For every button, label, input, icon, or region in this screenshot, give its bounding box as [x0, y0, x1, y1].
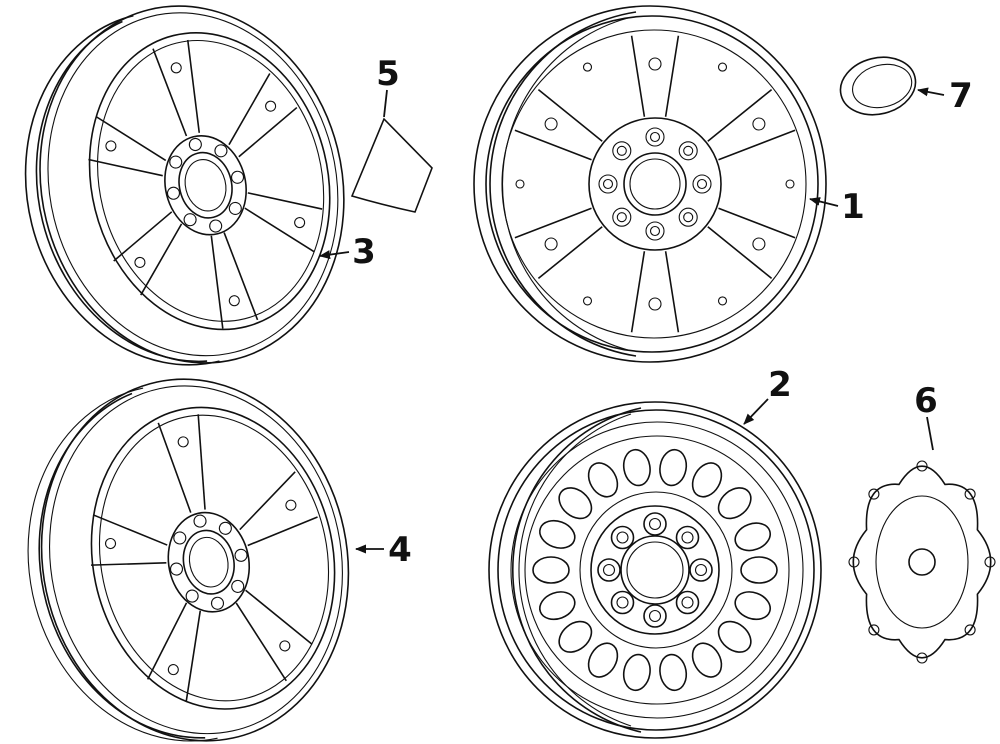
- face-detail-holes: [515, 57, 795, 311]
- wheel-hub: [590, 505, 720, 635]
- wheel-hub: [588, 117, 722, 251]
- part-5-insert: [350, 117, 433, 213]
- spokes: [88, 39, 323, 329]
- spokes: [514, 35, 796, 333]
- part-2-steel-wheel: [488, 401, 822, 739]
- cap-bolt-holes: [848, 460, 996, 664]
- wheel-rim-barrel: [24, 5, 345, 366]
- part-7-cap: [839, 56, 917, 116]
- lug-holes: [598, 127, 712, 241]
- lug-holes: [166, 137, 245, 233]
- callout-1-label: 1: [841, 187, 865, 227]
- vent-holes: [532, 448, 778, 692]
- callout-3-label: 3: [352, 232, 376, 272]
- callout-2: 2: [743, 365, 792, 425]
- wheel-rim-barrel: [27, 378, 350, 742]
- callout-7: 7: [917, 76, 973, 116]
- wheel-face: [90, 406, 336, 710]
- face-detail-holes: [105, 62, 306, 307]
- face-detail-holes: [104, 436, 297, 676]
- wheel-hub: [167, 511, 251, 613]
- callout-7-label: 7: [949, 76, 973, 116]
- callout-6-label: 6: [914, 381, 938, 421]
- wheel-hub: [164, 134, 247, 236]
- lug-holes: [169, 514, 248, 610]
- spokes: [90, 414, 318, 703]
- part-4-alloy-wheel: [27, 378, 350, 742]
- callout-3: 3: [319, 232, 376, 272]
- callout-4-label: 4: [388, 530, 412, 570]
- callout-6: 6: [914, 381, 938, 451]
- callout-2-label: 2: [768, 365, 792, 405]
- wheel-rim-barrel: [488, 401, 822, 739]
- callout-1: 1: [809, 187, 865, 227]
- callout-5: 5: [376, 54, 400, 118]
- part-1-alloy-wheel: [473, 5, 827, 363]
- lug-holes: [597, 512, 713, 628]
- wheel-face: [88, 32, 331, 331]
- part-3-alloy-wheel: [24, 5, 345, 366]
- callout-5-label: 5: [376, 54, 400, 94]
- callout-4: 4: [355, 530, 412, 570]
- part-6-center-cap: [848, 460, 996, 664]
- wheel-rim-barrel: [473, 5, 827, 363]
